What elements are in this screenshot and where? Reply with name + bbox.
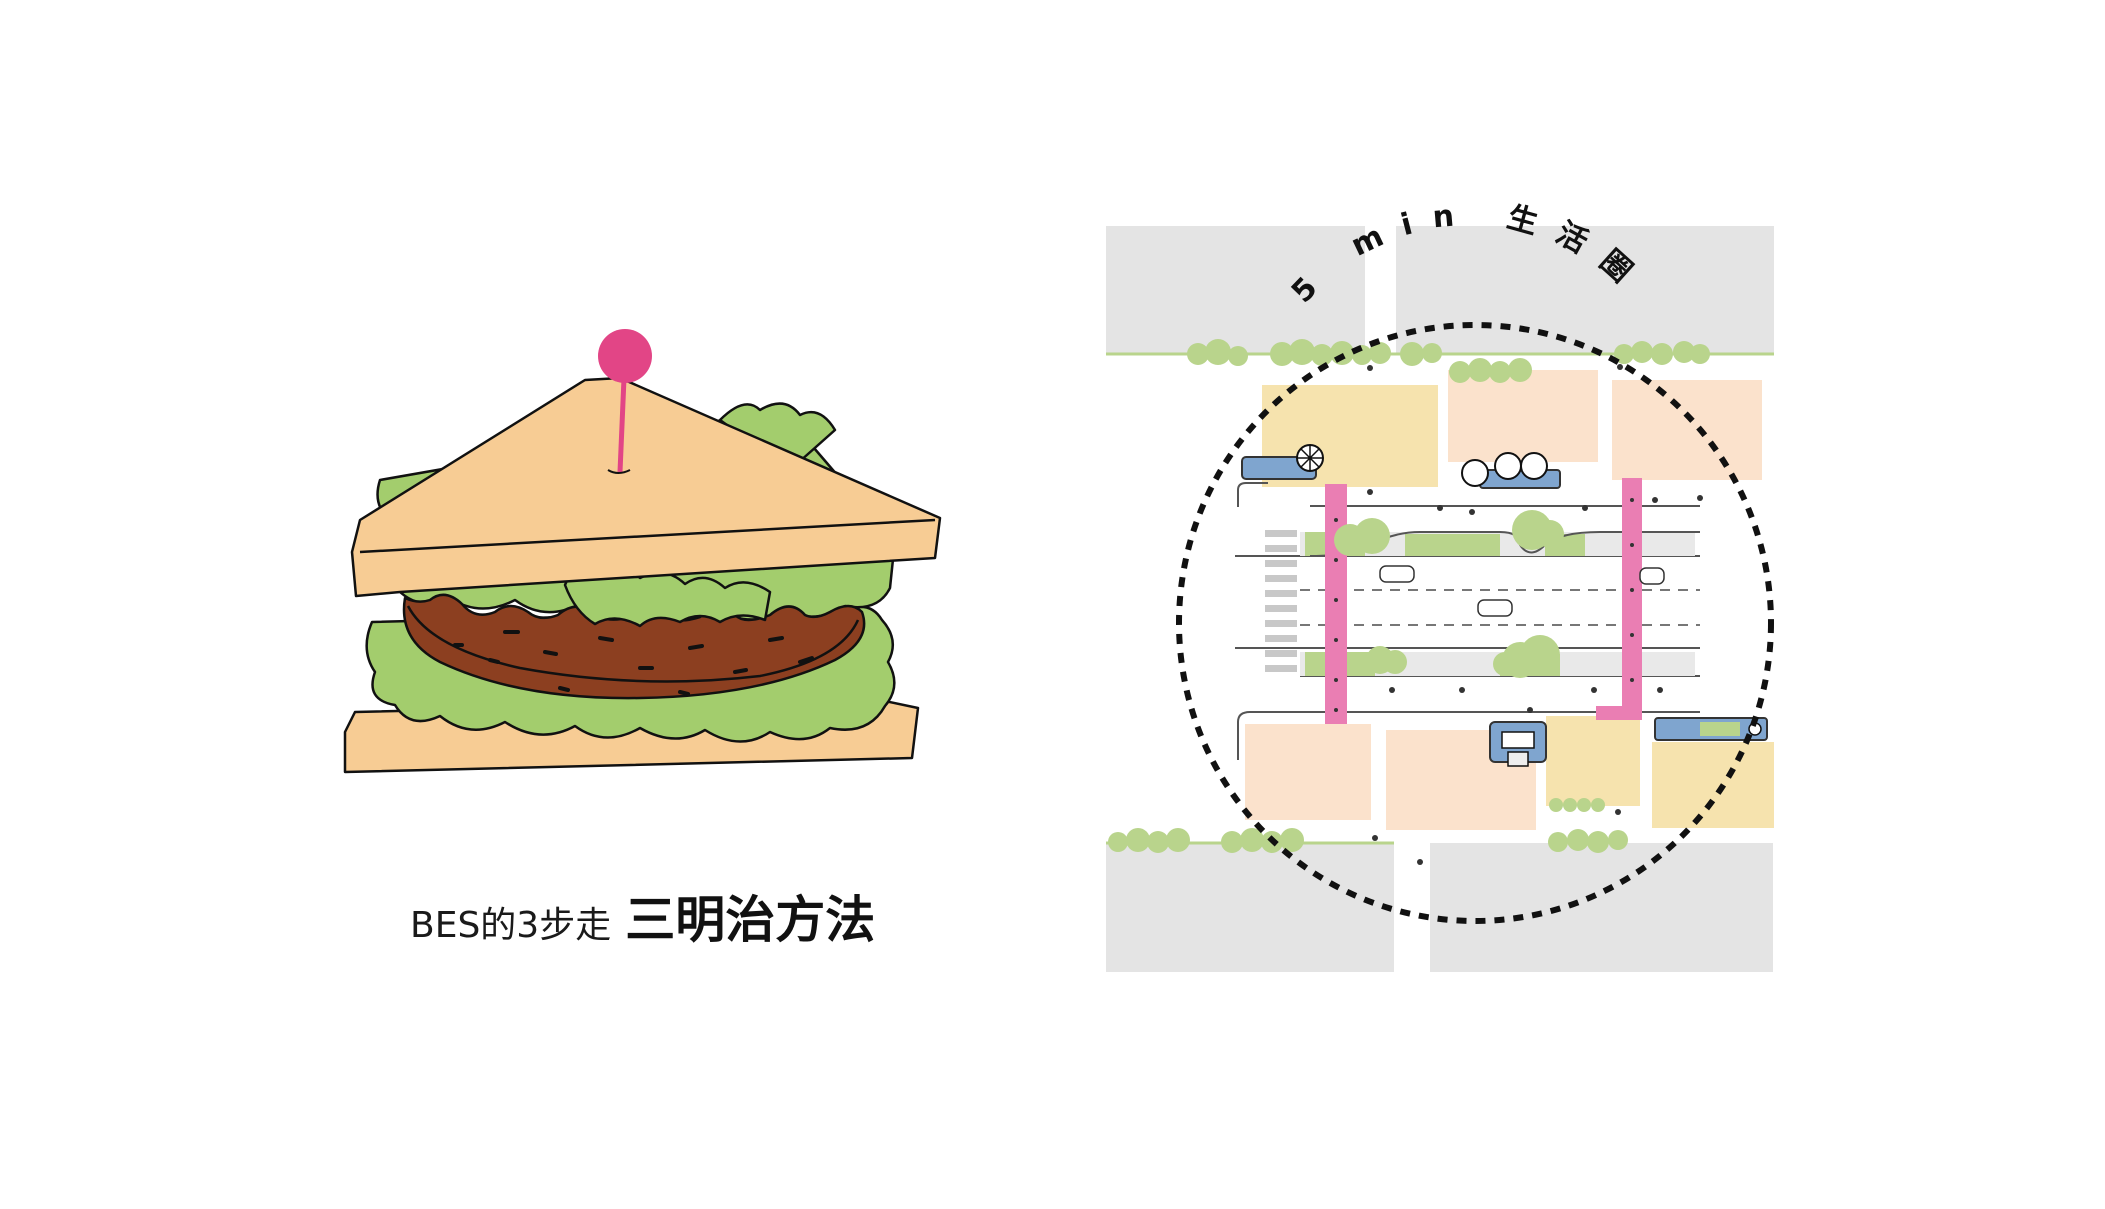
- patty-speckles: [453, 630, 814, 696]
- sandwich-illustration: [343, 329, 942, 774]
- tree-row-top: [1187, 339, 1710, 383]
- block-gray-bottom-left: [1106, 843, 1394, 972]
- cars: [1379, 565, 1665, 617]
- walking-circle: [1176, 322, 1774, 924]
- block-peach-bottom-left: [1245, 724, 1371, 820]
- pink-crossing-right-foot: [1596, 706, 1642, 720]
- tree-clusters-median: [1334, 510, 1564, 678]
- pink-crossing-right: [1622, 478, 1642, 718]
- pin-head: [598, 329, 652, 383]
- pink-crossing-dots: [1334, 498, 1634, 712]
- facility-blue-bottom-middle: [1489, 721, 1547, 767]
- block-yellow-bottom-right: [1652, 742, 1774, 828]
- zebra-crossing: [1265, 530, 1297, 672]
- tree-row-bottom: [1108, 798, 1628, 853]
- block-gray-top-left: [1106, 226, 1365, 354]
- street-furniture: [1367, 364, 1703, 865]
- life-circle-map: 5 min 生活圈: [1106, 197, 1774, 972]
- block-gray-top-right: [1396, 226, 1774, 354]
- facility-blue-bottom-right: [1654, 717, 1768, 741]
- caption-prefix: BES的3步走: [410, 905, 612, 946]
- block-peach-top-middle: [1448, 370, 1598, 462]
- lettuce-back: [718, 402, 837, 472]
- caption: BES的3步走 三明治方法: [410, 880, 1010, 950]
- block-peach-top-right: [1612, 380, 1762, 480]
- top-bread: [350, 376, 942, 598]
- facility-blue-top-left: [1241, 444, 1324, 480]
- block-gray-bottom-right: [1430, 843, 1773, 972]
- block-yellow-bottom-middle: [1546, 716, 1640, 806]
- facility-blue-top-middle: [1461, 452, 1561, 489]
- top-bread-crust: [359, 518, 936, 554]
- caption-title: 三明治方法: [625, 891, 876, 949]
- pin-hole: [607, 469, 631, 474]
